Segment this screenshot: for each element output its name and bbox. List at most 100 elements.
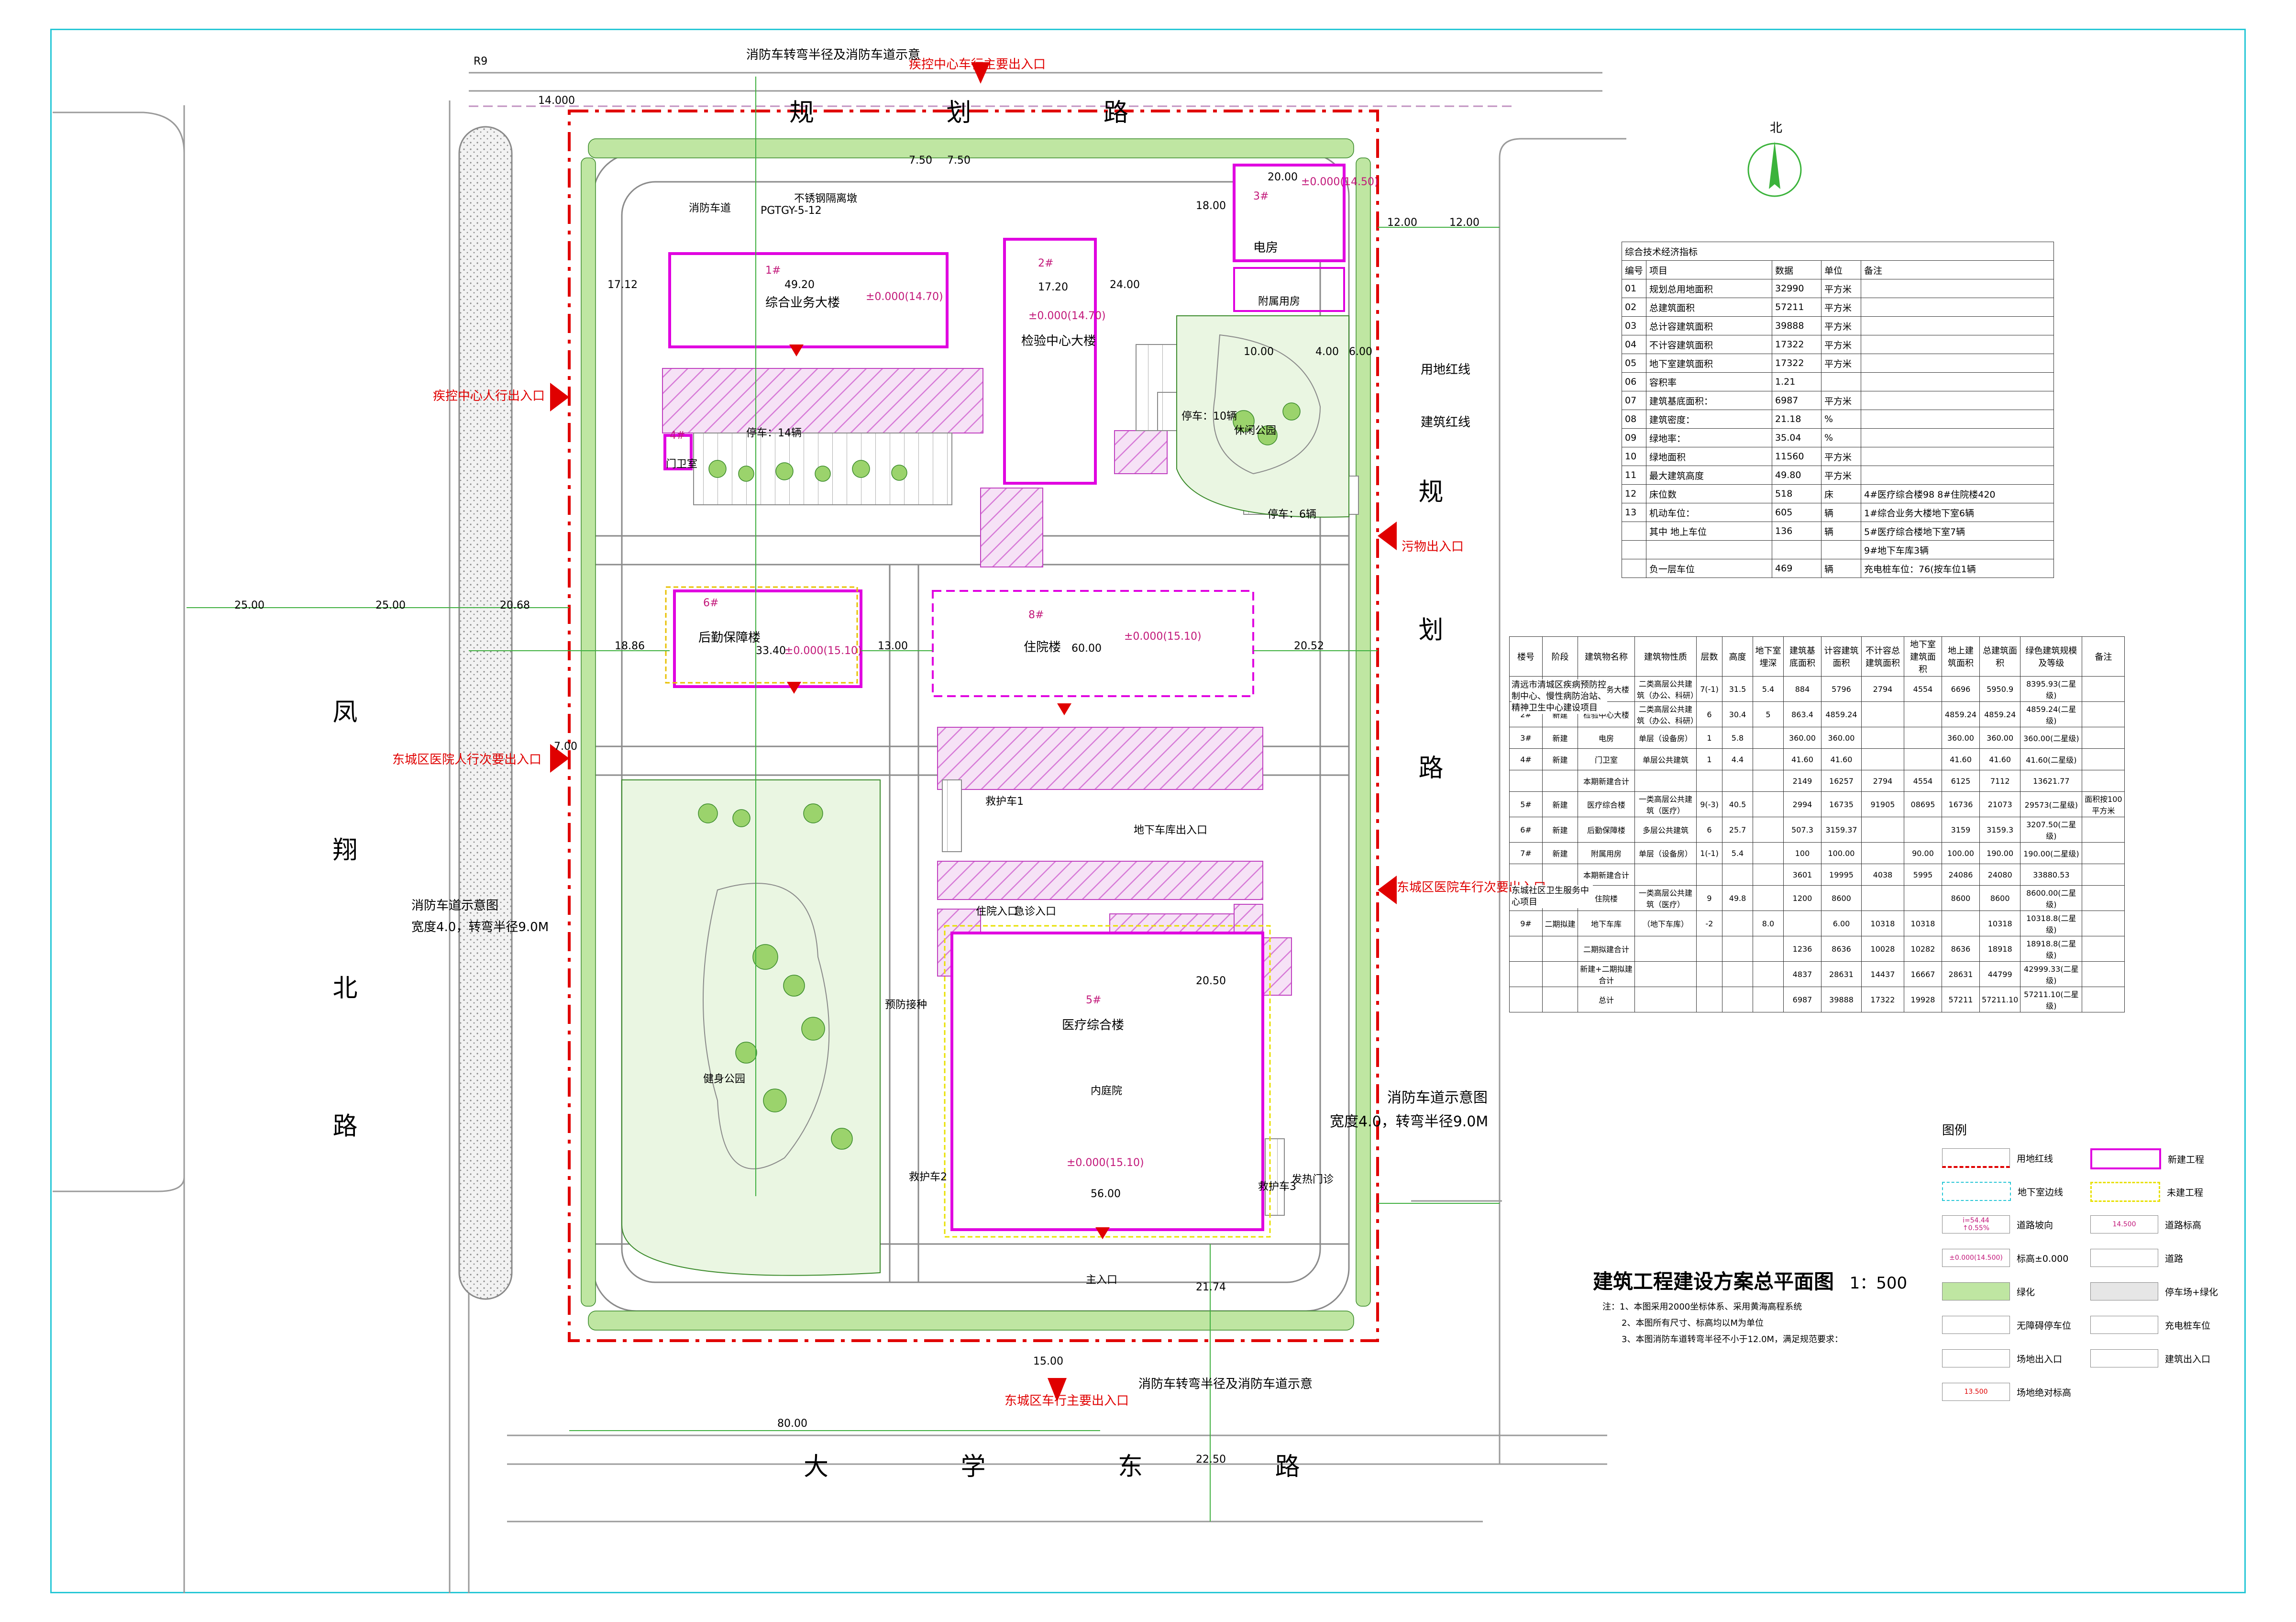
- table-cell: 3159.37: [1821, 817, 1862, 843]
- note-3: 3、本图消防车道转弯半径不小于12.0M，满足规范要求：: [1622, 1334, 1843, 1344]
- table-cell: [1722, 936, 1753, 962]
- table-cell: [1904, 727, 1942, 749]
- label-underground: 地下车库出入口: [1134, 824, 1208, 836]
- legend-label: 建筑出入口: [2165, 1354, 2211, 1365]
- b3-no: 3#: [1253, 190, 1269, 202]
- parking3: 停车：6辆: [1268, 509, 1316, 521]
- drawing-title-text: 建筑工程建设方案总平面图: [1593, 1270, 1834, 1293]
- table-cell: [1861, 727, 1904, 749]
- table-row: 8#二期拟建住院楼一类高层公共建筑（医疗）949.812008600860086…: [1509, 885, 2125, 911]
- table-cell: 2994: [1783, 791, 1821, 817]
- table-cell: 29573(二星级): [2020, 791, 2083, 817]
- note-2: 2、本图所有尺寸、标高均以M为单位: [1622, 1318, 1764, 1328]
- table-cell: 16667: [1904, 961, 1942, 987]
- table-cell: [1634, 987, 1697, 1012]
- road-south: 大 学 东 路: [804, 1453, 1362, 1481]
- road-west: 凤 翔 北 路: [328, 699, 357, 1190]
- table-cell: [1861, 885, 1904, 911]
- parking2: 停车：10辆: [1181, 411, 1237, 422]
- table-cell: 10282: [1904, 936, 1942, 962]
- table-cell: 44799: [1979, 961, 2021, 987]
- table-cell: 4859.24: [1942, 701, 1980, 727]
- table-cell: 24080: [1979, 864, 2021, 886]
- table-cell: 9: [1696, 885, 1722, 911]
- table-cell: [2082, 748, 2125, 770]
- label-sewage: 污物出入口: [1402, 540, 1464, 554]
- dim-1300: 13.00: [878, 640, 908, 652]
- table-cell: 19928: [1904, 987, 1942, 1012]
- b3-width: 20.00: [1268, 171, 1298, 183]
- legend-item: 场地出入口: [1942, 1349, 2062, 1367]
- table-cell: [2082, 936, 2125, 962]
- table-cell: [1509, 961, 1543, 987]
- table-cell: -2: [1696, 911, 1722, 936]
- table-cell: 91905: [1861, 791, 1904, 817]
- table-cell: 1: [1696, 727, 1722, 749]
- tech-h-3: 单位: [1821, 260, 1862, 279]
- table-cell: [1753, 770, 1784, 792]
- dim-1800: 18.00: [1196, 200, 1226, 212]
- table-cell: [1542, 770, 1578, 792]
- table-cell: 5995: [1904, 864, 1942, 886]
- b8-width: 60.00: [1071, 643, 1102, 655]
- b5b-name: 内庭院: [1091, 1085, 1123, 1097]
- b6-name: 后勤保障楼: [698, 631, 761, 645]
- table-cell: 57211: [1942, 987, 1980, 1012]
- table-cell: 新建: [1542, 817, 1578, 843]
- table-cell: 3159: [1942, 817, 1980, 843]
- table-cell: 电房: [1578, 727, 1635, 749]
- bld-header-9: 不计容总建筑面积: [1861, 636, 1904, 677]
- table-cell: [1722, 770, 1753, 792]
- dim-1712: 17.12: [607, 279, 638, 291]
- tag: PGTGY-5-12: [761, 205, 822, 217]
- table-cell: 190.00: [1979, 842, 2021, 864]
- table-cell: 6125: [1942, 770, 1980, 792]
- bld-header-0: 楼号: [1509, 636, 1543, 677]
- table-cell: 100.00: [1942, 842, 1980, 864]
- table-cell: 42999.33(二星级): [2020, 961, 2083, 987]
- table-cell: 8600: [1942, 885, 1980, 911]
- legend-label: 地下室边线: [2018, 1187, 2064, 1198]
- hatched-areas: [662, 368, 1292, 996]
- table-cell: [1753, 842, 1784, 864]
- garden1: 休闲公园: [1234, 425, 1277, 437]
- fire-demo-title: 消防车道示意图: [411, 899, 499, 913]
- legend-item: 充电桩车位: [2090, 1316, 2210, 1334]
- table-cell: 8636: [1942, 936, 1980, 962]
- tech-h-0: 编号: [1621, 260, 1647, 279]
- label-dongcheng-ped: 东城区医院人行次要出入口: [392, 753, 542, 767]
- table-cell: [1696, 936, 1722, 962]
- table-cell: [1542, 987, 1578, 1012]
- table-cell: [2082, 987, 2125, 1012]
- label-ambulance2: 救护车2: [909, 1171, 947, 1183]
- basement-line: [944, 925, 1271, 1238]
- tech-table-title: 综合技术经济指标: [1621, 242, 2054, 261]
- legend-item: 道路: [2090, 1249, 2183, 1267]
- table-cell: 多层公共建筑: [1634, 817, 1697, 843]
- dim-400: 4.00: [1315, 346, 1339, 358]
- legend-swatch: [1942, 1182, 2011, 1201]
- building-5: [950, 932, 1264, 1231]
- legend-swatch: [1942, 1349, 2010, 1367]
- table-cell: 4554: [1904, 770, 1942, 792]
- legend-swatch: [2090, 1316, 2158, 1334]
- table-cell: [1634, 864, 1697, 886]
- table-cell: [1942, 911, 1980, 936]
- table-cell: [1753, 791, 1784, 817]
- table-cell: （地下车库）: [1634, 911, 1697, 936]
- table-cell: 8600: [1979, 885, 2021, 911]
- b2-level: ±0.000(14.70): [1028, 310, 1106, 322]
- b8-level: ±0.000(15.10): [1124, 631, 1202, 643]
- table-cell: 单层公共建筑: [1634, 748, 1697, 770]
- north-label: 北: [1770, 121, 1783, 135]
- label-main-entrance: 主入口: [1086, 1274, 1118, 1286]
- table-cell: [1753, 748, 1784, 770]
- table-cell: 16736: [1942, 791, 1980, 817]
- table-cell: 4859.24: [1821, 701, 1862, 727]
- table-cell: 30.4: [1722, 701, 1753, 727]
